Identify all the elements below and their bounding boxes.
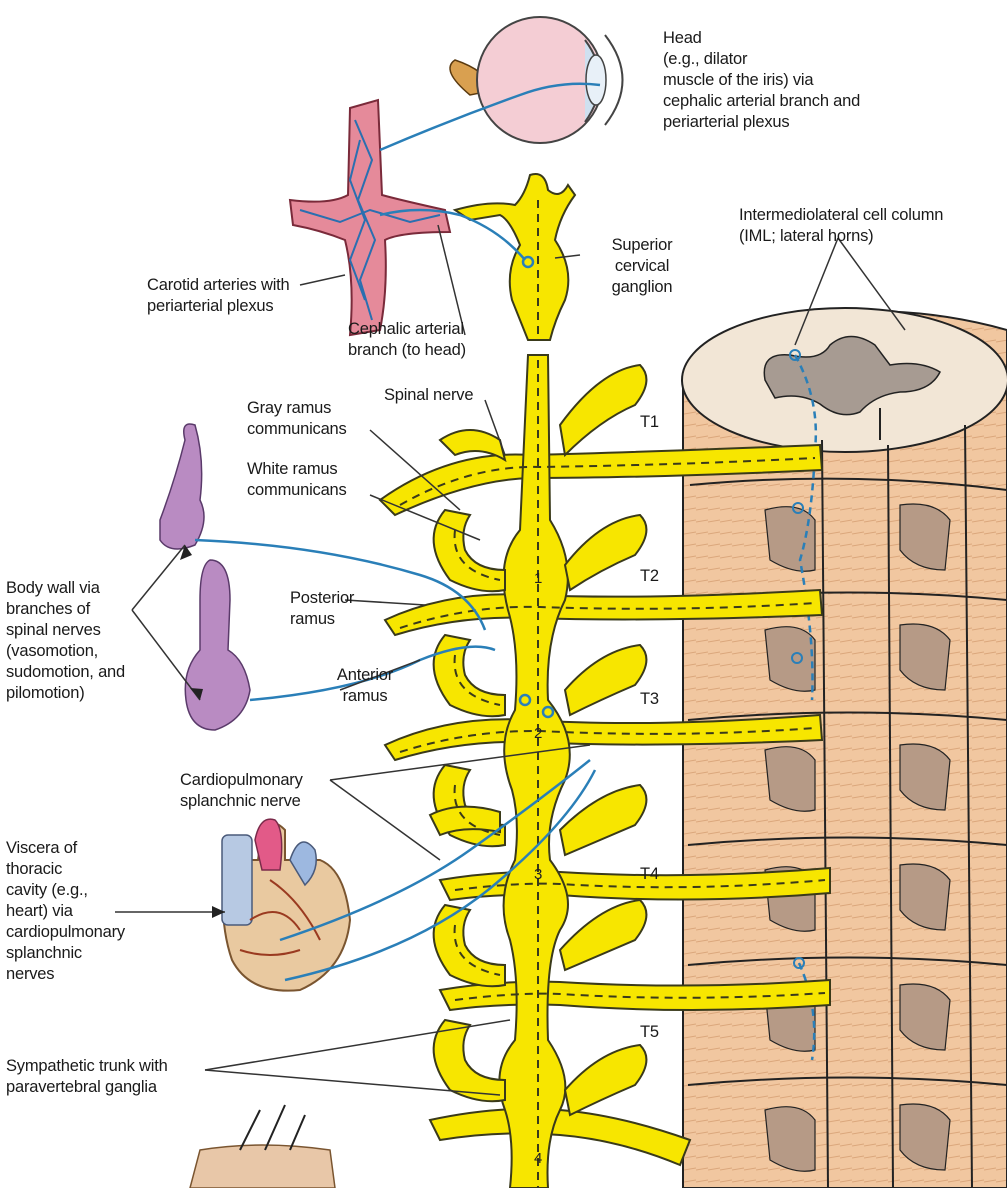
label-white-ramus: White ramus communicans [247, 459, 377, 501]
label-carotid: Carotid arteries with periarterial plexu… [147, 275, 337, 317]
ganglion-number-2: 2 [534, 725, 542, 742]
label-iml: Intermediolateral cell column (IML; late… [739, 205, 1007, 247]
spinal-cord [682, 308, 1007, 1188]
ganglion-number-3: 3 [534, 866, 542, 883]
ganglion-number-4: 4 [534, 1150, 542, 1167]
label-anterior-ramus: Anterior ramus [320, 665, 410, 707]
segment-label-t3: T3 [640, 689, 659, 710]
eye-illustration [450, 17, 623, 143]
ganglion-number-1: 1 [534, 570, 542, 587]
label-spinal-nerve: Spinal nerve [384, 385, 504, 406]
label-sympathetic-trunk: Sympathetic trunk with paravertebral gan… [6, 1056, 216, 1098]
label-body-wall: Body wall via branches of spinal nerves … [6, 578, 156, 704]
label-head: Head (e.g., dilator muscle of the iris) … [663, 28, 923, 133]
label-superior-cervical-ganglion: Superior cervical ganglion [597, 235, 687, 298]
segment-label-t5: T5 [640, 1022, 659, 1043]
label-gray-ramus: Gray ramus communicans [247, 398, 377, 440]
label-viscera: Viscera of thoracic cavity (e.g., heart)… [6, 838, 156, 985]
label-cephalic-branch: Cephalic arterial branch (to head) [348, 319, 498, 361]
heart-illustration [222, 819, 350, 990]
segment-label-t4: T4 [640, 864, 659, 885]
label-posterior-ramus: Posterior ramus [290, 588, 380, 630]
label-cardiopulmonary: Cardiopulmonary splanchnic nerve [180, 770, 350, 812]
segment-label-t2: T2 [640, 566, 659, 587]
segment-label-t1: T1 [640, 412, 659, 433]
